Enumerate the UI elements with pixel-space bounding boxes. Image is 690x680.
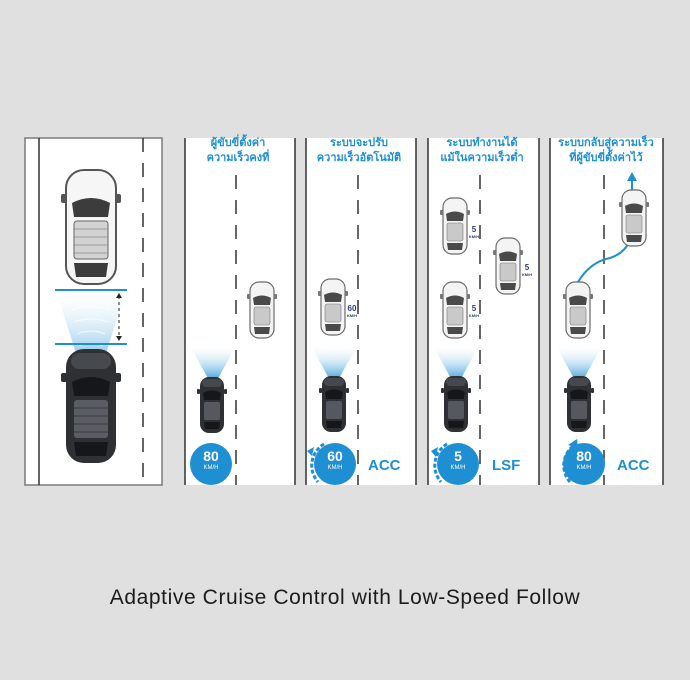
panel2-own-car	[319, 376, 349, 432]
panel3-beam	[433, 346, 479, 382]
panel1-title: ผู้ขับขี่ตั้งค่าความเร็วคงที่	[206, 137, 270, 164]
panel4-title: ระบบกลับสู่ความเร็วที่ผู้ขับขี่ตั้งค่าไว…	[558, 137, 654, 164]
panel1-lead-car	[246, 281, 278, 339]
panel3-lead-car-2	[492, 237, 524, 295]
panel3-own-car	[441, 376, 471, 432]
panel2-title: ระบบจะปรับความเร็วอัตโนมัติ	[316, 137, 402, 164]
panel3-speed-arc	[431, 442, 448, 483]
panel1-own-car	[197, 377, 227, 433]
panel3-mode-label: LSF	[492, 457, 521, 474]
panel4-mode-label: ACC	[617, 457, 650, 474]
overview-own-car	[60, 348, 122, 464]
panel2-mode-label: ACC	[368, 457, 401, 474]
panel3-title: ระบบทำงานได้แม้ในความเร็วต่ำ	[440, 137, 524, 164]
overview-lead-car	[60, 169, 122, 285]
panel2-beam	[311, 346, 357, 382]
panel3-lead-car-3	[439, 281, 471, 339]
panel3-lead-car-1	[439, 197, 471, 255]
diagram-caption: Adaptive Cruise Control with Low-Speed F…	[109, 586, 581, 609]
panel4-beam	[556, 346, 602, 382]
panel1-beam	[190, 346, 236, 382]
panel4-own-car	[564, 376, 594, 432]
panel2-speed-arc	[307, 442, 325, 483]
panel4-lead-car	[562, 281, 594, 339]
panel4-own-car-changing-lane	[618, 189, 650, 247]
